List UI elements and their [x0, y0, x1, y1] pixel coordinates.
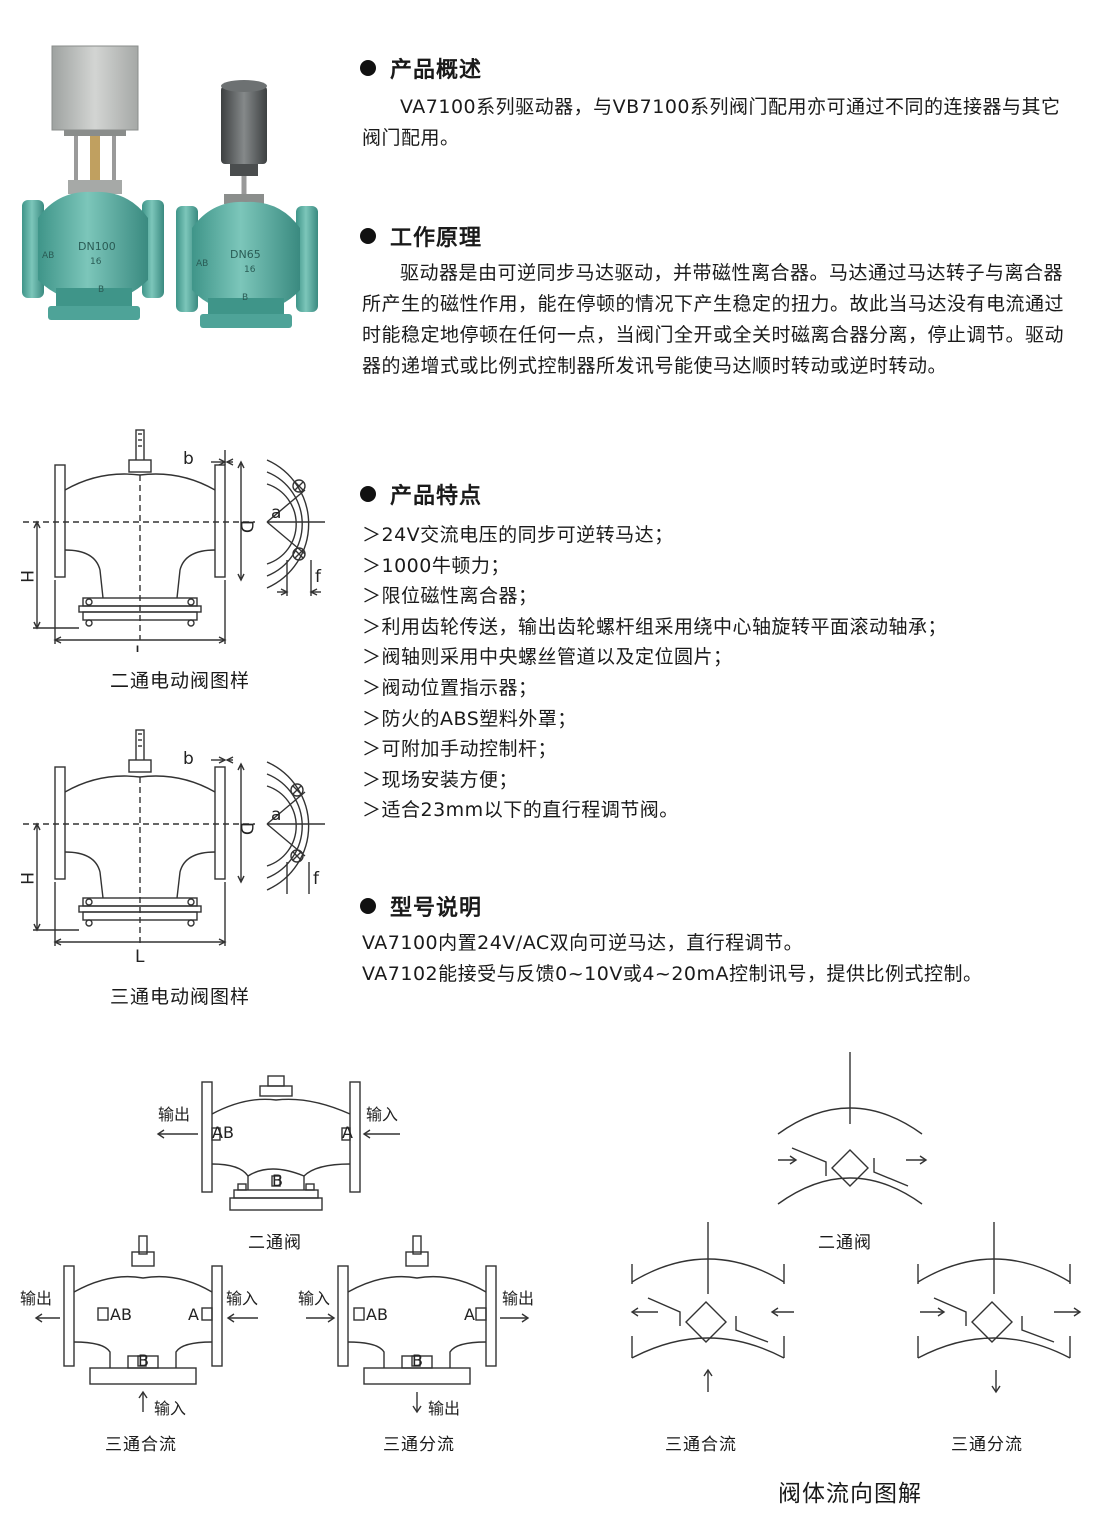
dim-label-b: b	[183, 749, 194, 769]
dim-label-H: H	[16, 872, 36, 885]
feature-item: ＞阀轴则采用中央螺丝管道以及定位圆片；	[362, 646, 733, 669]
valve1-port-b: B	[98, 285, 104, 295]
three-way-mix-schematic	[630, 1222, 794, 1392]
two-way-schematic-caption: 二通阀	[818, 1233, 872, 1253]
model-text: VA7100内置24V/AC双向可逆马达，直行程调节。 VA7102能接受与反馈…	[362, 928, 1082, 989]
mix-output-label: 输出	[20, 1289, 52, 1308]
features-heading: 产品特点	[360, 478, 482, 510]
feature-item: ＞适合23mm以下的直行程调节阀。	[362, 799, 679, 822]
valve1-port-ab: AB	[42, 251, 54, 261]
bullet-icon	[360, 60, 376, 76]
dim-label-f: f	[315, 567, 322, 587]
three-way-divert-caption: 三通分流	[383, 1435, 455, 1455]
valve2-pn-text: 16	[244, 265, 256, 275]
dim-label-L: L	[135, 947, 145, 967]
feature-item: ＞1000牛顿力；	[362, 554, 510, 577]
valve2-port-ab: AB	[196, 259, 208, 269]
three-way-mix-flow-drawing: 输出 输入 AB A B 输入	[20, 1235, 258, 1418]
dim-label-f: f	[313, 869, 320, 889]
valve2-size-text: DN65	[230, 248, 261, 261]
two-way-dimension-caption: 二通电动阀图样	[109, 670, 250, 692]
two-way-port-ab: AB	[212, 1123, 234, 1142]
dim-label-b: b	[183, 449, 194, 469]
three-way-divert-flow-drawing: 输入 输出 AB A B 输出	[298, 1235, 534, 1418]
feature-item: ＞可附加手动控制杆；	[362, 738, 558, 761]
mix-port-b: B	[138, 1351, 149, 1370]
features-list: ＞24V交流电压的同步可逆转马达； ＞1000牛顿力； ＞限位磁性离合器； ＞利…	[362, 520, 1082, 826]
three-way-mix-schematic-caption: 三通合流	[665, 1435, 737, 1455]
two-way-dimension-drawing: b D H L a f	[16, 429, 325, 652]
principle-text: 驱动器是由可逆同步马达驱动，并带磁性离合器。马达通过马达转子与离合器所产生的磁性…	[362, 262, 1065, 377]
divert-output-label: 输出	[502, 1289, 534, 1308]
valve1-pn-text: 16	[90, 257, 102, 267]
three-way-mix-caption: 三通合流	[105, 1435, 177, 1455]
two-way-schematic	[777, 1052, 928, 1205]
divert-bottom-output-label: 输出	[428, 1399, 460, 1418]
overview-text: VA7100系列驱动器，与VB7100系列阀门配用亦可通过不同的连接器与其它阀门…	[362, 96, 1061, 149]
bullet-icon	[360, 486, 376, 502]
overview-heading: 产品概述	[360, 52, 482, 84]
divert-port-b: B	[412, 1351, 423, 1370]
two-way-port-a: A	[342, 1123, 353, 1142]
dim-label-H: H	[16, 570, 36, 583]
two-way-flow-caption: 二通阀	[248, 1233, 302, 1253]
two-way-flow-drawing: 输出 输入 AB A B	[156, 1075, 400, 1211]
three-way-dimension-drawing: b D H L a f	[16, 729, 325, 967]
feature-item: ＞防火的ABS塑料外罩；	[362, 707, 577, 730]
feature-item: ＞阀动位置指示器；	[362, 676, 538, 699]
model-line: VA7102能接受与反馈0~10V或4~20mA控制讯号，提供比例式控制。	[362, 962, 983, 985]
feature-item: ＞24V交流电压的同步可逆转马达；	[362, 524, 674, 546]
principle-title: 工作原理	[390, 226, 483, 251]
bullet-icon	[360, 898, 376, 914]
overview-title: 产品概述	[390, 58, 483, 83]
feature-item: ＞现场安装方便；	[362, 768, 519, 791]
dim-label-L: L	[135, 643, 145, 652]
mix-bottom-input-label: 输入	[154, 1399, 186, 1418]
model-line: VA7100内置24V/AC双向可逆马达，直行程调节。	[362, 932, 804, 954]
three-way-dimension-caption: 三通电动阀图样	[109, 986, 250, 1008]
mix-input-label: 输入	[226, 1289, 258, 1308]
model-title: 型号说明	[390, 896, 483, 921]
feature-item: ＞限位磁性离合器；	[362, 585, 538, 608]
mix-port-ab: AB	[110, 1305, 132, 1324]
divert-port-ab: AB	[366, 1305, 388, 1324]
divert-port-a: A	[464, 1305, 475, 1324]
valve1-size-text: DN100	[78, 240, 116, 253]
two-way-output-label: 输出	[158, 1105, 190, 1124]
valve2-port-b: B	[242, 293, 248, 303]
divert-input-label: 输入	[298, 1289, 330, 1308]
three-way-divert-schematic	[917, 1222, 1082, 1394]
two-way-input-label: 输入	[366, 1105, 398, 1124]
three-way-divert-schematic-caption: 三通分流	[951, 1435, 1023, 1455]
dim-label-a: a	[271, 805, 281, 825]
bullet-icon	[360, 228, 376, 244]
two-way-port-b: B	[272, 1171, 283, 1190]
model-heading: 型号说明	[360, 890, 482, 922]
dim-label-D: D	[236, 822, 256, 835]
feature-item: ＞利用齿轮传送，输出齿轮螺杆组采用绕中心轴旋转平面滚动轴承；	[362, 615, 948, 638]
mix-port-a: A	[188, 1305, 199, 1324]
flow-diagram-title: 阀体流向图解	[778, 1481, 922, 1507]
features-title: 产品特点	[390, 484, 483, 509]
dim-label-a: a	[271, 503, 281, 523]
dim-label-D: D	[236, 520, 256, 533]
principle-heading: 工作原理	[360, 220, 482, 252]
product-photo: DN100 16 AB B DN65 16 AB B	[22, 45, 318, 328]
